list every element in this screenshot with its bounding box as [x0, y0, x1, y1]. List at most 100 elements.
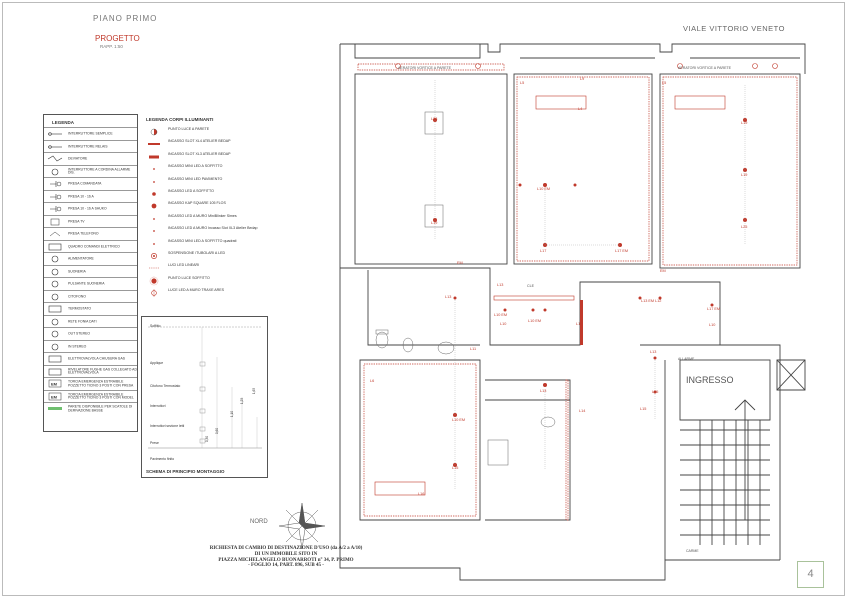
light-tag: L6 — [370, 379, 374, 383]
legend-item-label: PRESA TV — [68, 219, 85, 224]
light-symbol-icon — [153, 180, 155, 183]
mounting-schema-figure — [148, 326, 262, 449]
legend-item-label: CITOFONO — [68, 294, 86, 299]
legend-item-label: OUT STEREO — [68, 331, 90, 336]
light-symbol-icon — [153, 217, 155, 220]
legend-symbol-icon — [51, 293, 59, 300]
light-tag: L15 — [640, 407, 646, 411]
lights-legend-label: INCASSO KAP SQUARE 105 FLOS — [168, 201, 226, 206]
light-tag: L10 EM — [537, 187, 550, 191]
light-symbol-icon — [153, 242, 155, 245]
legend-panel: LEGENDA INTERRUTTORE SEMPLICE INTERRUTTOR… — [43, 114, 138, 432]
legend-symbol-icon — [48, 305, 62, 313]
light-tag: L23 — [431, 117, 437, 121]
light-symbol-icon — [151, 203, 157, 209]
light-tag: L5 — [662, 81, 666, 85]
legend-item-label: INTERRUTTORE SEMPLICE — [68, 131, 113, 136]
legend-symbol-icon — [48, 243, 62, 250]
svg-text:EM: EM — [51, 382, 58, 387]
light-symbol-icon — [148, 143, 160, 146]
project-line-4: - FOGLIO 14, PART. 896, SUB 45 - — [248, 563, 324, 569]
project-line-1: RICHIESTA DI CAMBIO DI DESTINAZIONE D'US… — [209, 546, 363, 551]
legend-item-label: TORCIA EMERGENZA ESTRAIBILE POZZETTO TIC… — [68, 392, 134, 400]
light-symbol-icon — [151, 289, 157, 298]
light-tag: L19 — [741, 173, 747, 177]
legend-item: OUT STEREO — [44, 327, 137, 341]
plan-fixtures — [374, 95, 726, 496]
page-number-box: 4 — [797, 561, 824, 588]
legend-item: CITOFONO — [44, 289, 137, 304]
light-tag: L10 EM — [452, 418, 465, 422]
legend-item-label: INTERRUTTORE A CORDINA ALLARME DIS. — [68, 167, 131, 175]
legend-item: TERMOSTATO — [44, 302, 137, 316]
light-symbol-icon — [149, 155, 159, 159]
light-tag: EM — [457, 261, 463, 265]
legend-item: DEVIATORE — [44, 152, 137, 166]
legend-symbol-icon — [50, 181, 62, 187]
legend-item: IN STEREO — [44, 339, 137, 354]
legend-symbol-icon — [48, 407, 62, 410]
legend-item: RIVELATORE FUGHE GAS COLLEGATO AD ELETTR… — [44, 364, 137, 379]
light-tag: L15 — [652, 390, 658, 394]
legend-symbol-icon — [49, 231, 61, 237]
light-tag: L19 — [741, 121, 747, 125]
legend-item: ELETTROVALVOLA CHIUSURA GAS — [44, 352, 137, 366]
legend-item: INTERRUTTORE RELAIS — [44, 139, 137, 154]
legend-item: PRESA COMANDATA — [44, 177, 137, 191]
floor-title: PIANO PRIMO — [93, 14, 158, 23]
mounting-label: Citofono Termostato — [150, 384, 181, 388]
stairs-down-label: CARME — [686, 549, 699, 553]
legend-item-label: PULSANTE SUONERIA — [68, 281, 105, 286]
legend-item: PRESA 10 - 16 A — [44, 189, 137, 204]
hvac-label: CLE — [527, 284, 535, 288]
legend-symbol-icon — [51, 330, 59, 338]
legend-symbol-icon — [50, 193, 62, 200]
legend-item-label: ELETTROVALVOLA CHIUSURA GAS — [68, 356, 125, 361]
legend-item: RETE FONIA DATI — [44, 314, 137, 329]
lights-legend-label: LUCE LED A MURO TRAXE ARES — [168, 288, 225, 293]
legend-item: PRESA TELEFONO — [44, 227, 137, 241]
legend-item: EM TORCIA EMERGENZA ESTRAIBILE POZZETTO T… — [44, 377, 137, 391]
plan-wiring — [434, 80, 746, 490]
light-tag: L17 — [540, 249, 546, 253]
light-tag: L10 EM — [528, 319, 541, 323]
light-symbol-icon — [153, 230, 155, 233]
legend-item: INTERRUTTORE A CORDINA ALLARME DIS. — [44, 164, 137, 179]
legend-item-label: TERMOSTATO — [68, 306, 91, 311]
legend-item-label: PRESA 10 - 16 A SHUKO — [68, 206, 107, 211]
light-tag: L5 — [520, 81, 524, 85]
light-tag: L13 EM — [641, 299, 654, 303]
plan-aerators — [395, 63, 778, 69]
lights-legend-label: PUNTO LUCE SOFFITTO — [168, 275, 210, 280]
light-tag: EM — [660, 269, 666, 273]
mounting-label: Pavimento finito — [150, 457, 175, 461]
legend-item-label: QUADRO COMANDI ELETTRICO — [68, 244, 120, 249]
light-symbol-icon — [149, 276, 159, 285]
legend-item-label: SUONERIA — [68, 269, 86, 274]
plan-light-points — [433, 118, 747, 467]
legend-item: PRESA 10 - 16 A SHUKO — [44, 202, 137, 216]
legend-symbol-icon — [50, 206, 62, 212]
lights-legend-label: INCASSO MINI LED PAVIMENTO — [168, 176, 223, 181]
legend-item-label: IN STEREO — [68, 344, 87, 349]
mounting-label: Soffitto — [150, 324, 161, 328]
legend-symbol-icon — [47, 155, 63, 162]
legend-item-label: TORCIA EMERGENZA ESTRAIBILE POZZETTO TIC… — [68, 379, 134, 388]
legend-title: LEGENDA — [52, 120, 75, 125]
light-tag: L17 EM — [615, 249, 628, 253]
light-tag: L16 — [418, 492, 424, 496]
project-description: RICHIESTA DI CAMBIO DI DESTINAZIONE D'US… — [196, 546, 376, 569]
lights-legend-label: SOSPENSIONE /TUBOLARI A LED — [168, 251, 226, 255]
light-tag: L13 — [650, 350, 656, 354]
light-tag: L15 — [452, 466, 458, 470]
legend-item-label: PRESA 10 - 16 A — [68, 194, 94, 199]
legend-item-label: PRESA TELEFONO — [68, 231, 99, 236]
legend-symbol-icon — [48, 355, 62, 363]
plan-slot-light — [580, 300, 583, 345]
light-tag: L13 — [445, 295, 451, 299]
